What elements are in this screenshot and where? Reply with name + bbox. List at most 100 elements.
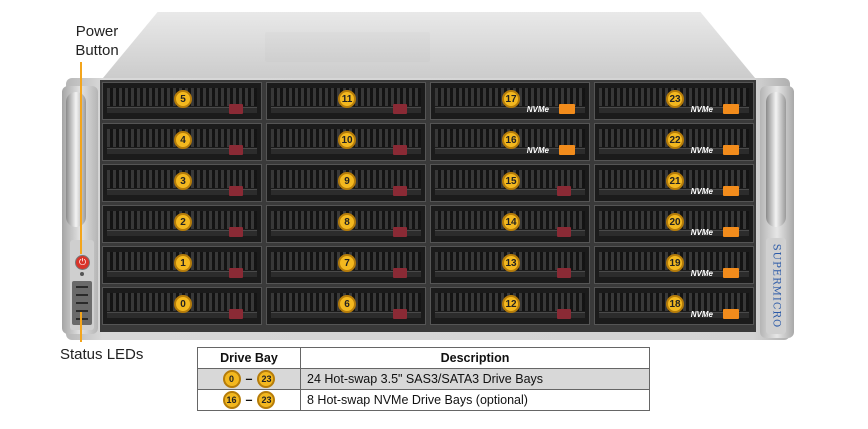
table-row: 16 – 23 8 Hot-swap NVMe Drive Bays (opti… xyxy=(197,389,650,411)
drive-release-latch[interactable] xyxy=(393,227,407,237)
drive-release-latch[interactable] xyxy=(393,268,407,278)
bay-number-badge: 16 xyxy=(222,391,241,409)
nvme-label: NVMe xyxy=(526,146,549,155)
indicator-dot xyxy=(80,272,84,276)
drive-release-latch[interactable] xyxy=(229,145,243,155)
drive-release-latch[interactable] xyxy=(559,145,575,155)
power-button[interactable]: ⏻ xyxy=(75,255,90,270)
drive-release-latch[interactable] xyxy=(723,145,739,155)
bay-number-badge: 9 xyxy=(338,172,356,190)
drive-bay[interactable]: 8 xyxy=(266,205,426,243)
left-handle[interactable] xyxy=(66,92,86,227)
bay-number-badge: 13 xyxy=(502,254,520,272)
drive-bay[interactable]: 5 xyxy=(102,82,262,120)
drive-release-latch[interactable] xyxy=(557,309,571,319)
range-dash: – xyxy=(245,393,253,407)
bay-number-badge: 22 xyxy=(666,131,684,149)
drive-bay[interactable]: 14 xyxy=(430,205,590,243)
drive-release-latch[interactable] xyxy=(723,104,739,114)
drive-bay[interactable]: 3 xyxy=(102,164,262,202)
drive-bay[interactable]: 6 xyxy=(266,287,426,325)
drive-bay[interactable]: 11 xyxy=(266,82,426,120)
drive-bay[interactable]: NVMe 22 xyxy=(594,123,754,161)
nvme-label: NVMe xyxy=(690,228,713,237)
nvme-label: NVMe xyxy=(690,187,713,196)
bay-number-badge: 5 xyxy=(174,90,192,108)
drive-release-latch[interactable] xyxy=(229,186,243,196)
drive-bay-table: Drive Bay Description 0 – 23 24 Hot-swap… xyxy=(197,347,650,411)
bay-number-badge: 15 xyxy=(502,172,520,190)
bay-number-badge: 7 xyxy=(338,254,356,272)
drive-release-latch[interactable] xyxy=(557,186,571,196)
bay-range: 0 – 23 xyxy=(222,370,276,388)
drive-bay[interactable]: 9 xyxy=(266,164,426,202)
drive-bay[interactable]: 2 xyxy=(102,205,262,243)
bay-number-badge: 3 xyxy=(174,172,192,190)
bay-number-badge: 21 xyxy=(666,172,684,190)
power-icon: ⏻ xyxy=(78,257,87,267)
drive-release-latch[interactable] xyxy=(557,268,571,278)
bay-description: 8 Hot-swap NVMe Drive Bays (optional) xyxy=(300,389,650,411)
drive-release-latch[interactable] xyxy=(559,104,575,114)
drive-release-latch[interactable] xyxy=(723,309,739,319)
range-dash: – xyxy=(245,372,253,386)
nvme-label: NVMe xyxy=(526,105,549,114)
bay-number-badge: 20 xyxy=(666,213,684,231)
bay-number-badge: 10 xyxy=(338,131,356,149)
bay-number-badge: 18 xyxy=(666,295,684,313)
drive-release-latch[interactable] xyxy=(723,186,739,196)
drive-release-latch[interactable] xyxy=(229,104,243,114)
brand-panel xyxy=(766,238,786,334)
bay-number-badge: 19 xyxy=(666,254,684,272)
drive-bay[interactable]: 7 xyxy=(266,246,426,284)
drive-bay[interactable]: 4 xyxy=(102,123,262,161)
drive-release-latch[interactable] xyxy=(393,309,407,319)
status-leds xyxy=(72,281,92,325)
status-led xyxy=(76,302,88,304)
drive-release-latch[interactable] xyxy=(393,104,407,114)
drive-release-latch[interactable] xyxy=(229,309,243,319)
drive-release-latch[interactable] xyxy=(229,268,243,278)
drive-release-latch[interactable] xyxy=(723,227,739,237)
drive-bay[interactable]: 15 xyxy=(430,164,590,202)
drive-release-latch[interactable] xyxy=(393,145,407,155)
bay-number-badge: 4 xyxy=(174,131,192,149)
bay-number-badge: 23 xyxy=(257,391,276,409)
drive-bay[interactable]: 1 xyxy=(102,246,262,284)
drive-release-latch[interactable] xyxy=(393,186,407,196)
drive-release-latch[interactable] xyxy=(723,268,739,278)
status-led xyxy=(76,318,88,320)
status-led xyxy=(76,286,88,288)
bay-number-badge: 2 xyxy=(174,213,192,231)
status-leds-callout: Status LEDs xyxy=(60,346,144,363)
drive-release-latch[interactable] xyxy=(557,227,571,237)
right-handle[interactable] xyxy=(766,92,786,227)
drive-bay[interactable]: NVMe 21 xyxy=(594,164,754,202)
drive-bay[interactable]: NVMe 20 xyxy=(594,205,754,243)
bay-number-badge: 0 xyxy=(222,370,241,388)
drive-bay[interactable]: 13 xyxy=(430,246,590,284)
drive-bay[interactable]: 12 xyxy=(430,287,590,325)
status-leds-callout-line xyxy=(80,312,82,342)
bay-number-badge: 16 xyxy=(502,131,520,149)
callout-line-1: Power xyxy=(75,23,119,40)
bay-range: 16 – 23 xyxy=(222,391,276,409)
bay-number-badge: 23 xyxy=(257,370,276,388)
drive-release-latch[interactable] xyxy=(229,227,243,237)
bay-number-badge: 8 xyxy=(338,213,356,231)
brand-logo: SUPERMICRO xyxy=(770,243,782,329)
chassis-top-panel xyxy=(265,32,430,62)
bay-number-badge: 11 xyxy=(338,90,356,108)
drive-bay[interactable]: 10 xyxy=(266,123,426,161)
drive-bay[interactable]: 0 xyxy=(102,287,262,325)
bay-description: 24 Hot-swap 3.5" SAS3/SATA3 Drive Bays xyxy=(300,368,650,390)
nvme-label: NVMe xyxy=(690,146,713,155)
power-button-callout: Power Button xyxy=(62,22,132,60)
callout-line-2: Button xyxy=(75,42,119,59)
drive-bay[interactable]: NVMe 16 xyxy=(430,123,590,161)
bay-number-badge: 6 xyxy=(338,295,356,313)
